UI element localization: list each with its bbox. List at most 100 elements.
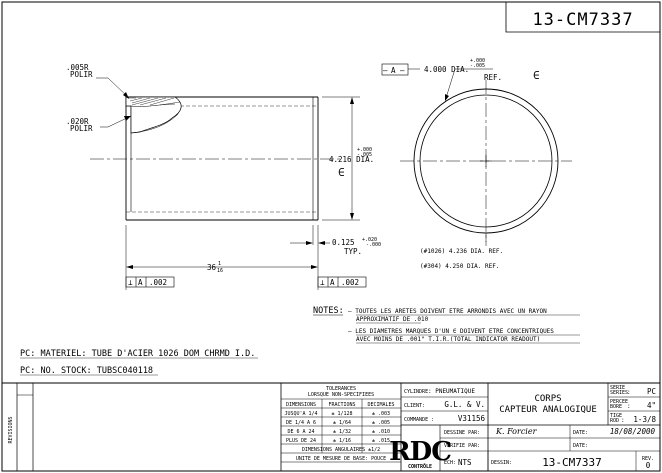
perp-left-value: .002 [149,278,167,287]
pc-block: PC: MATERIEL: TUBE D'ACIER 1026 DOM CHRM… [20,349,258,376]
part-title-2: CAPTEUR ANALOGIQUE [499,405,597,415]
rdc-logo: RDC [389,437,451,467]
tige-label: TIGE [610,413,622,419]
perp-left-symbol: ⊥ [128,278,133,287]
revisions-label: REVISIONS [8,416,14,443]
tol-row3-frac: ± 1/32 [333,429,351,435]
tol-unit: UNITE DE MESURE DE BASE: POUCE [296,456,386,462]
serie-label-en: SERIES [610,390,628,396]
ref-1026: (#1026) 4.236 DIA. REF. [420,248,503,255]
datum-a: A [391,66,396,75]
wall-note: TYP. [344,247,362,256]
tol-row1-dim: JUSQU'A 1/4 [284,411,317,417]
serie-value: PC [647,387,656,396]
ech-label: ECH: [444,460,456,466]
drawing-number: 13-CM7337 [532,10,633,30]
end-view [381,63,572,246]
perp-right-value: .002 [341,278,359,287]
tol-row1-dec: ± .003 [372,411,390,417]
percee-value: 4" [647,401,656,410]
percee-label: PERCEE [610,399,628,405]
note-line-4: AVEC MOINS DE .001" T.I.R.(TOTAL INDICAT… [356,336,540,343]
length-num: 1 [218,261,221,267]
svg-text:–: – [383,66,388,75]
length-den: 16 [217,268,223,274]
commande-value: V31156 [458,414,486,423]
rev-value: 0 [646,461,651,470]
client-value: G.L. & V. [444,400,485,409]
tol-header-frac: FRACTIONS [328,402,355,408]
note-line-2: APPROXIMATIF DE .010 [356,316,429,323]
perp-right-datum: A [330,278,335,287]
tol-title: TOLERANCES [326,386,356,392]
concentric-symbol-left: ∈ [338,166,345,179]
tol-row4-frac: ± 1/16 [333,438,351,444]
end-dia-tol-minus: -.005 [470,63,485,69]
tol-row4-dec: ± .015 [372,438,390,444]
note-line-3: – LES DIAMETRES MARQUES D'UN ∈ DOIVENT E… [348,328,554,335]
dia-4216: 4.216 DIA. [329,155,374,164]
end-dia-ref: REF. [484,73,502,82]
tol-row3-dec: ± .010 [372,429,390,435]
serie-label: SERIE [610,385,625,391]
dessine-label: DESSINE PAR: [444,430,480,436]
notes-block: NOTES: – TOUTES LES ARETES DOIVENT ETRE … [313,306,580,344]
tol-subtitle: LORSQUE NON-SPECIFIEES [308,392,374,398]
dessin-label: DESSIN: [491,460,512,466]
dessin-value: 13-CM7337 [542,456,602,469]
length-whole: 36 [207,263,217,272]
rdc-logo-sub: CONTRÔLE [408,463,432,470]
wall-dim: 0.125 [332,238,355,247]
dia-tol-plus: +.000 [357,147,372,153]
dia-tol-minus: -.005 [357,152,372,158]
tol-row2-frac: ± 1/64 [333,420,351,426]
title-block-lines [2,382,660,471]
tol-angular: DIMENSIONS ANGULAIRES ±1/2 [302,447,380,453]
tige-value: 1-3/8 [633,415,656,424]
drawing-number-box: 13-CM7337 [505,2,660,33]
verifie-label: VERIFIE PAR: [444,443,480,449]
tol-row2-dim: DE 1/4 A 6 [286,420,316,426]
percee-label-en: BORE [610,404,622,410]
wall-tol-minus: -.000 [366,242,381,248]
svg-text::: : [627,403,631,410]
end-dia-tol-plus: +.000 [470,58,485,64]
tol-header-dec: DECIMALES [367,402,394,408]
concentric-symbol-right: ∈ [533,69,540,82]
end-dia-4000: 4.000 DIA. [424,65,469,74]
dessine-value: K. Forcier [495,427,538,436]
ech-value: NTS [458,458,472,467]
callout-020r-note: POLIR [70,124,93,133]
wall-tol-plus: +.020 [362,237,377,243]
tol-row2-dec: ± .005 [372,420,390,426]
commande-label: COMMANDE : [404,417,434,423]
pc-stock: PC: NO. STOCK: TUBSC040118 [20,366,153,376]
note-line-1: – TOUTES LES ARETES DOIVENT ETRE ARRONDI… [348,308,547,315]
ref-304: (#304) 4.250 DIA. REF. [420,263,499,270]
callout-005r-note: POLIR [70,70,93,79]
tol-header-dim: DIMENSIONS [286,402,316,408]
callout-020r: .020R [66,117,89,126]
svg-text::: : [627,389,631,396]
svg-text:–: – [400,66,405,75]
rev-label: REV. [642,456,654,462]
part-title-1: CORPS [534,394,561,404]
perp-right-symbol: ⊥ [320,278,325,287]
notes-label: NOTES: [313,306,344,316]
cylindre-value: : PNEUMATIQUE [428,388,475,395]
pc-material: PC: MATERIEL: TUBE D'ACIER 1026 DOM CHRM… [20,349,255,359]
tol-row4-dim: PLUS DE 24 [286,438,316,444]
title-block-text: REVISIONS TOLERANCES LORSQUE NON-SPECIFI… [8,385,656,470]
tige-label-en: ROD [610,418,619,424]
client-label: CLIENT: [404,403,425,409]
svg-text::: : [621,417,625,424]
date-label-2: DATE: [573,443,588,449]
cylindre-label: CYLINDRE [404,389,428,395]
callout-005r: .005R [66,63,89,72]
side-view [90,77,367,290]
tol-row3-dim: DE 6 A 24 [287,429,314,435]
date-value: 18/08/2000 [610,427,656,436]
end-view-labels: A – – +.000 -.005 4.000 DIA. REF. ∈ (#10… [383,58,540,270]
